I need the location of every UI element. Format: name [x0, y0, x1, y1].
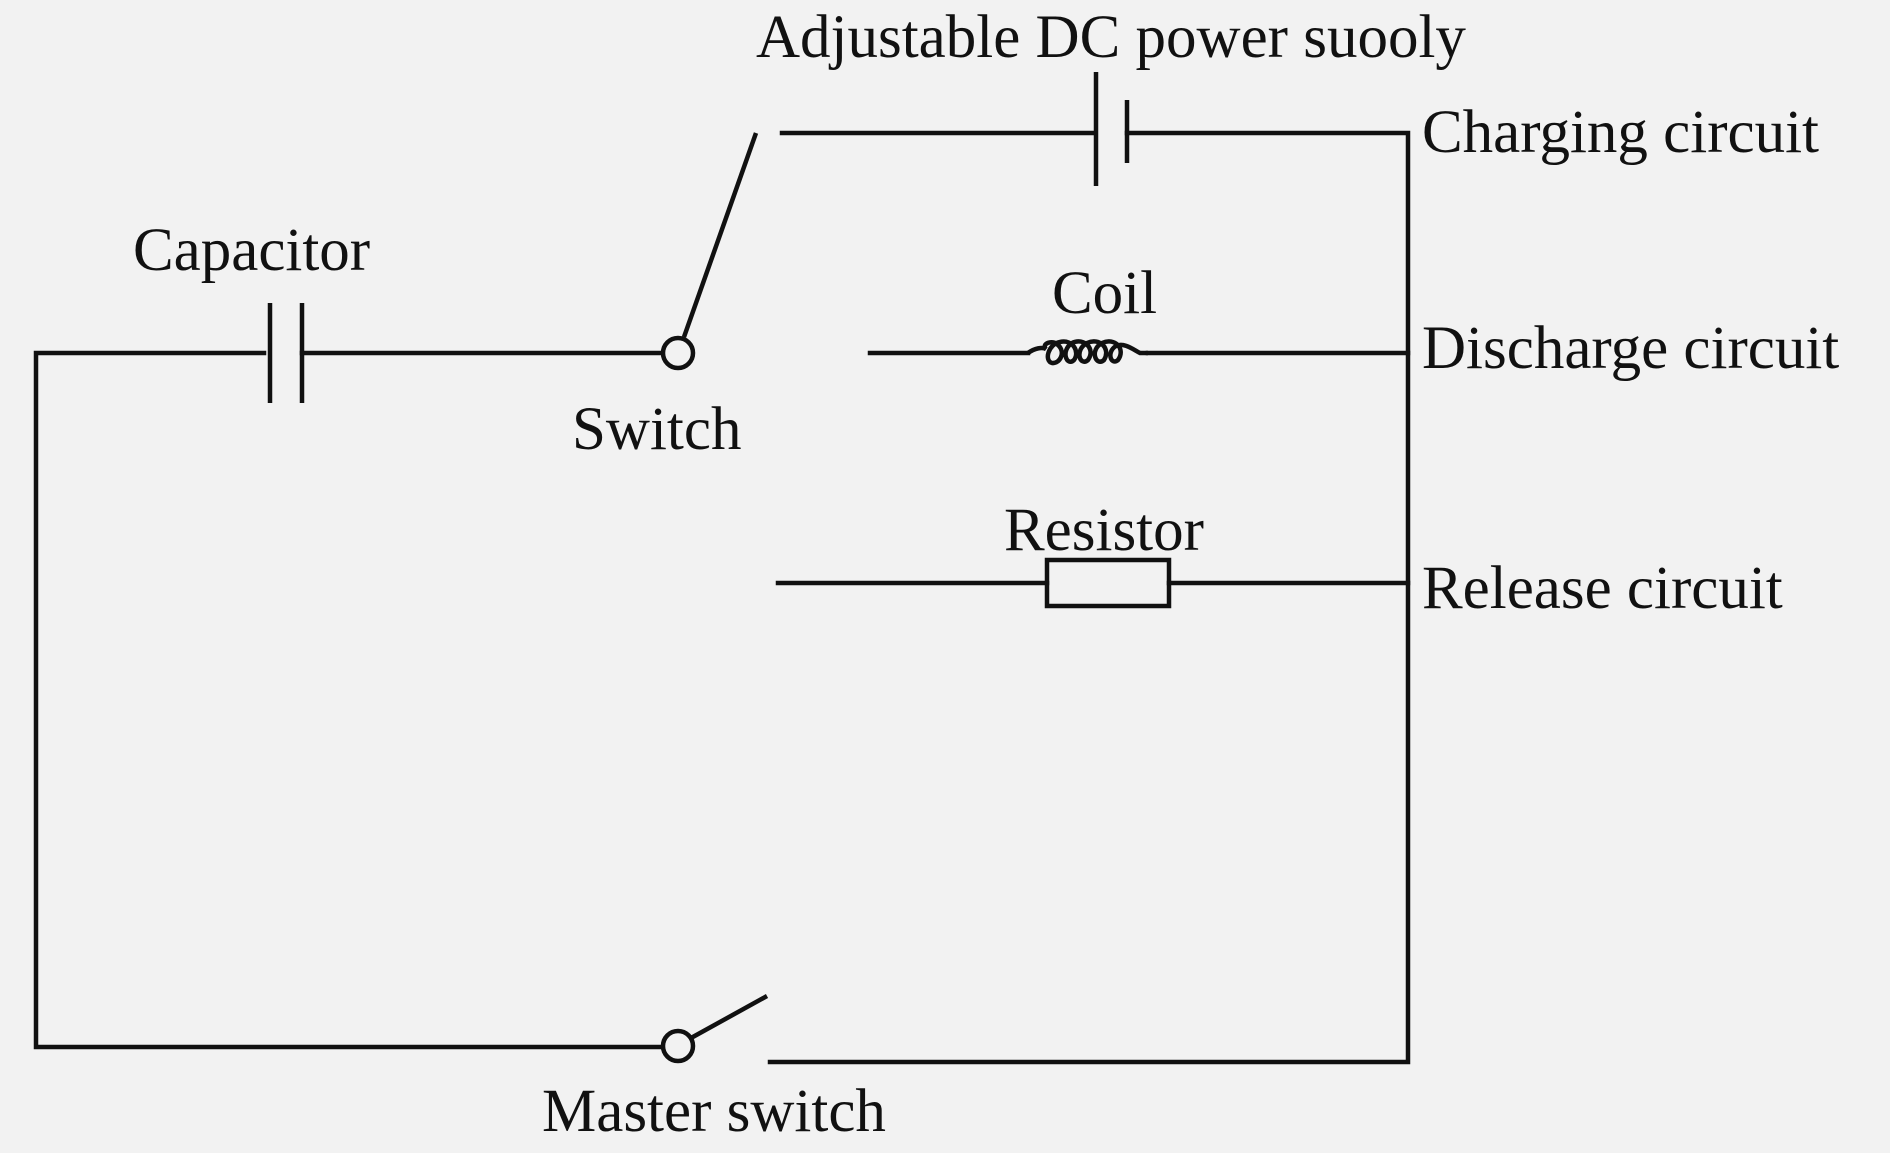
discharge-circuit-label: Discharge circuit [1422, 315, 1839, 382]
master-switch-label: Master switch [542, 1078, 886, 1145]
master-switch-symbol [660, 994, 769, 1064]
selector-switch [660, 132, 759, 371]
resistor-label: Resistor [1004, 497, 1204, 564]
charging-wire-right [767, 130, 1411, 1065]
power-supply-label: Adjustable DC power suooly [756, 4, 1466, 71]
dc-power-supply-symbol [1093, 72, 1130, 186]
capacitor-symbol [267, 303, 305, 403]
release-circuit-label: Release circuit [1422, 555, 1783, 622]
charging-circuit-label: Charging circuit [1422, 99, 1819, 166]
left-wire [33, 350, 667, 1050]
capacitor-label: Capacitor [133, 217, 370, 284]
coil-symbol [1026, 339, 1148, 366]
switch-label: Switch [572, 396, 741, 463]
resistor-symbol [1044, 557, 1172, 609]
coil-label: Coil [1052, 260, 1157, 327]
